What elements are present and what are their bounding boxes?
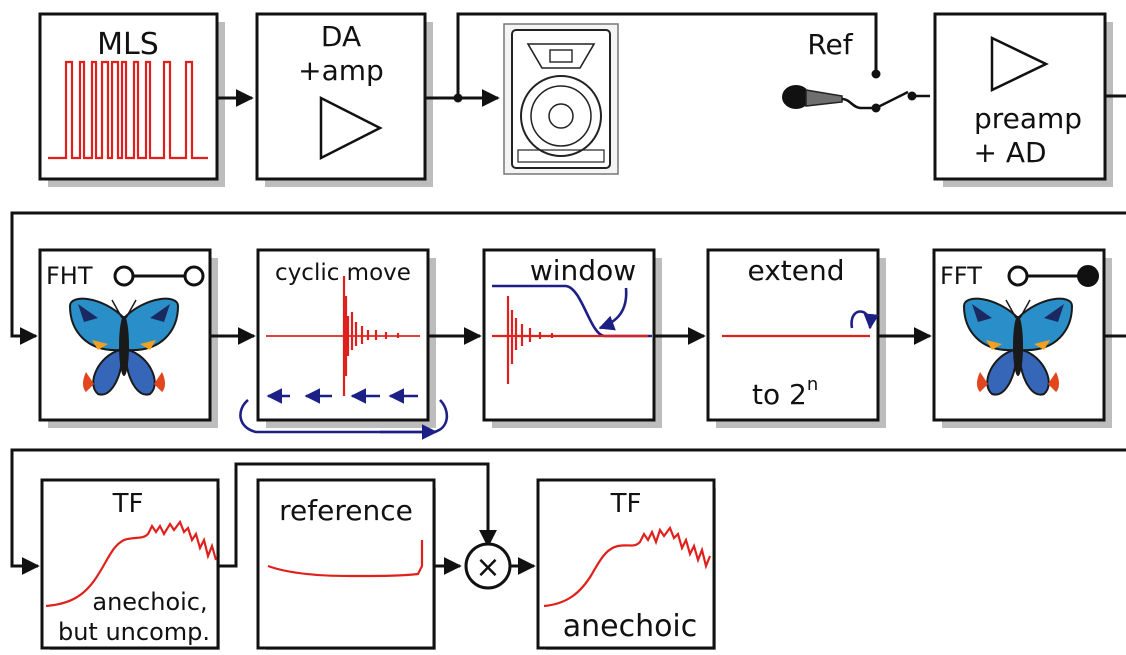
wire-tf-to-multiplier <box>218 462 497 568</box>
tf-uncomp-block: TF anechoic, but uncomp. <box>40 478 220 650</box>
da-label: DA <box>321 20 361 53</box>
reference-curve <box>267 540 424 578</box>
wire-row2-to-row3 <box>10 448 1126 575</box>
ref-label: Ref <box>807 28 853 61</box>
extend-block: extend to 2n <box>706 248 886 428</box>
microphone-icon <box>782 85 874 110</box>
mls-label: MLS <box>97 27 159 62</box>
preamp-label: preamp <box>974 102 1082 135</box>
tf-anechoic-caption: anechoic <box>563 609 698 644</box>
tf-uncomp-label: TF <box>112 489 144 519</box>
multiplier-symbol: × <box>475 550 500 585</box>
cyclic-shift-arrows <box>239 388 449 440</box>
da-amp-block: DA +amp <box>255 12 433 187</box>
tf-uncomp-line1: anechoic, <box>92 588 207 616</box>
cyclic-move-block: cyclic move <box>239 248 449 440</box>
extend-label: extend <box>747 254 844 287</box>
amplifier-triangle-icon <box>990 36 1049 92</box>
extend-sub-label: to 2n <box>752 374 818 411</box>
window-label: window <box>530 254 636 287</box>
fft-label: FFT <box>940 262 982 290</box>
amp-label: +amp <box>298 54 384 87</box>
reference-label: reference <box>279 494 413 527</box>
tf-anechoic-curve <box>543 525 712 608</box>
loudspeaker-icon <box>503 23 619 175</box>
butterfly-icon <box>68 297 180 396</box>
preamp-ad-block: preamp + AD <box>933 12 1113 187</box>
amplifier-triangle-icon <box>319 95 383 161</box>
mls-waveform <box>48 60 208 160</box>
ad-label: + AD <box>973 136 1046 169</box>
tf-uncomp-line2: but uncomp. <box>58 618 210 646</box>
butterfly-icon <box>962 297 1074 396</box>
multiplier-node: × <box>464 542 512 590</box>
mls-block: MLS <box>38 12 225 187</box>
fht-label: FHT <box>46 262 93 290</box>
fft-block: FFT <box>932 248 1112 428</box>
reference-block: reference <box>256 478 436 650</box>
switch-icon <box>871 69 930 113</box>
fht-block: FHT <box>38 248 218 428</box>
tf-anechoic-block: TF anechoic <box>536 478 716 650</box>
window-block: window <box>482 248 662 428</box>
reference-tap-wire <box>456 12 878 98</box>
wire-row1-to-row2 <box>10 211 1126 345</box>
tf-anechoic-label: TF <box>610 489 642 519</box>
tf-uncomp-curve <box>45 519 218 608</box>
